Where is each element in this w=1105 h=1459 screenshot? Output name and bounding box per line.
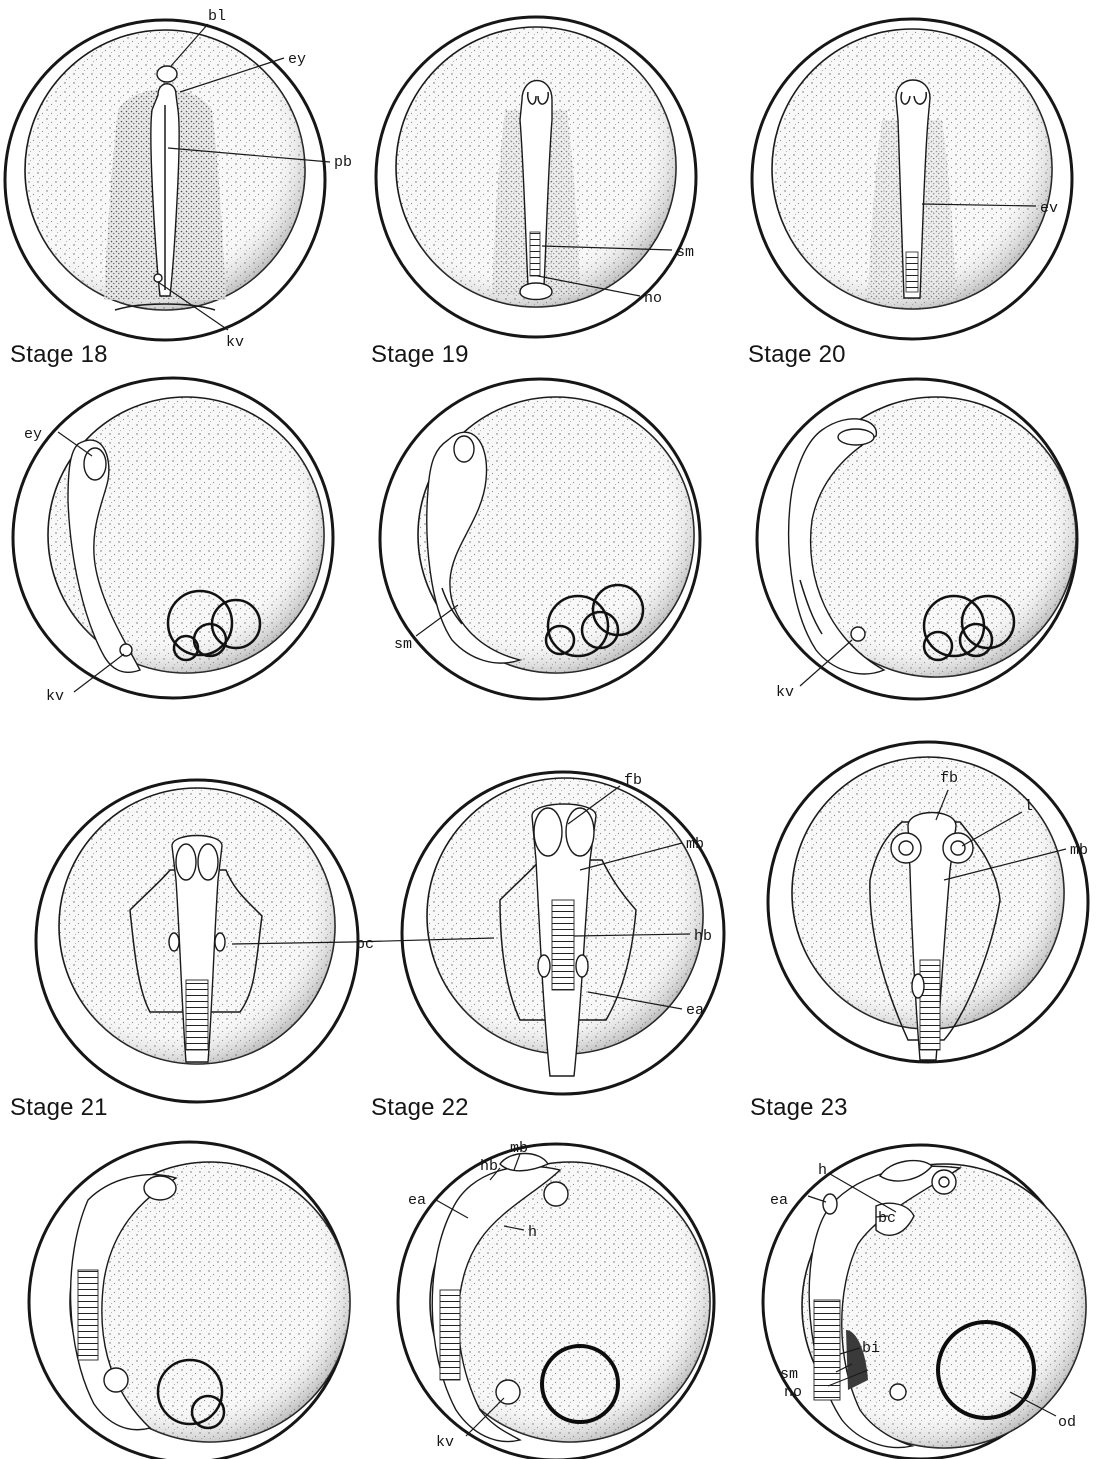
stage-19-label: Stage 19: [371, 341, 469, 369]
label-mb-s22-lateral: mb: [510, 1140, 528, 1157]
label-fb-s23: fb: [940, 770, 958, 787]
label-ea-s22-lateral: ea: [408, 1192, 426, 1209]
stage-23-label: Stage 23: [750, 1094, 848, 1122]
label-ea-s23-lateral: ea: [770, 1192, 788, 1209]
label-sm-s19-lateral: sm: [394, 636, 412, 653]
label-bi-s23-lateral: bi: [862, 1340, 880, 1357]
egg-stage-20: [752, 19, 1072, 339]
stage-18-label: Stage 18: [10, 341, 108, 369]
egg-stage-21-lateral: [29, 1142, 350, 1459]
label-fb-s22: fb: [624, 772, 642, 789]
label-hb-s22-lateral: hb: [480, 1158, 498, 1175]
label-kv-s18-lateral: kv: [46, 688, 64, 705]
label-no-s19: no: [644, 290, 662, 307]
label-bc-s21-22: bc: [356, 936, 374, 953]
egg-stage-23: [768, 742, 1088, 1062]
egg-stage-18-lateral: [13, 378, 333, 698]
egg-stage-22: [402, 772, 724, 1094]
label-l-s23: l: [1024, 798, 1033, 815]
label-mb-s23: mb: [1070, 842, 1088, 859]
label-kv-s20-lateral: kv: [776, 684, 794, 701]
egg-stage-20-lateral: [757, 379, 1077, 699]
label-sm-s23-lateral: sm: [780, 1366, 798, 1383]
label-kv-s18: kv: [226, 334, 244, 351]
label-ev-s20: ev: [1040, 200, 1058, 217]
egg-stage-21: [36, 780, 358, 1102]
stage-22-label: Stage 22: [371, 1094, 469, 1122]
label-h-s23-lateral: h: [818, 1162, 827, 1179]
label-od-s23-lateral: od: [1058, 1414, 1076, 1431]
label-bl-s18: bl: [208, 8, 226, 25]
label-kv-s22-lateral: kv: [436, 1434, 454, 1451]
egg-stage-18: [5, 20, 325, 340]
egg-stage-23-lateral: [763, 1145, 1086, 1459]
egg-stage-19: [376, 17, 696, 337]
label-ey-s18-lateral: ey: [24, 426, 42, 443]
label-h-s22-lateral: h: [528, 1224, 537, 1241]
stage-21-label: Stage 21: [10, 1094, 108, 1122]
egg-stage-19-lateral: [380, 379, 700, 699]
label-bc-s23-lateral: bc: [878, 1210, 896, 1227]
stage-20-label: Stage 20: [748, 341, 846, 369]
label-pb-s18: pb: [334, 154, 352, 171]
label-ea-s22: ea: [686, 1002, 704, 1019]
label-sm-s19: sm: [676, 244, 694, 261]
egg-stage-22-lateral: [398, 1144, 714, 1459]
label-ey-s18: ey: [288, 51, 306, 68]
label-no-s23-lateral: no: [784, 1384, 802, 1401]
label-hb-s22: hb: [694, 928, 712, 945]
label-mb-s22: mb: [686, 836, 704, 853]
